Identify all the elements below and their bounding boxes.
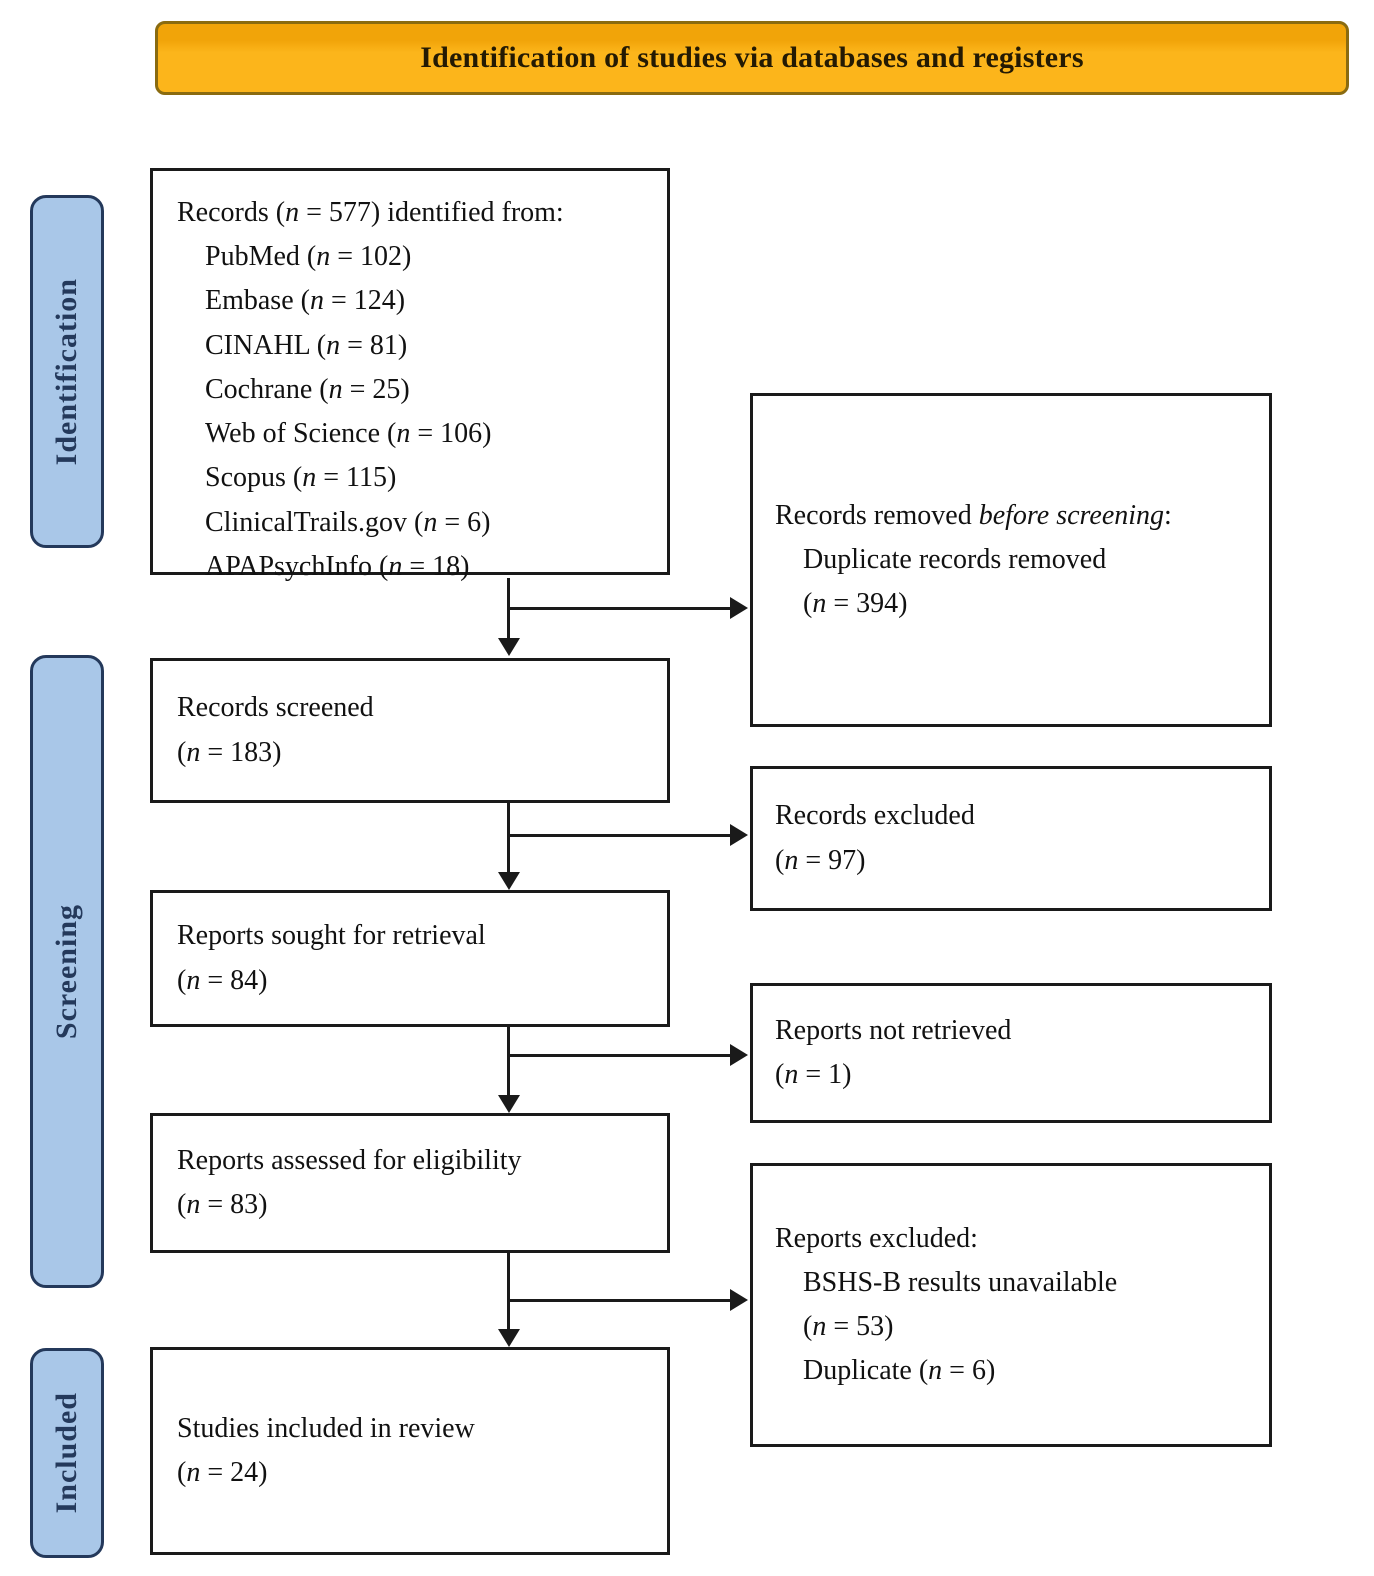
arrowhead-down-to-reports-sought xyxy=(497,872,520,890)
stage-included-text: Included xyxy=(50,1392,83,1514)
arrowhead-down-to-records-screened xyxy=(497,638,520,656)
connector-to-reports-excluded-line xyxy=(508,1299,730,1302)
arrowhead-down-to-studies-included xyxy=(497,1329,520,1347)
stage-label-identification: Identification xyxy=(30,195,104,548)
connector-assessed-to-included-line xyxy=(507,1253,510,1329)
stage-label-included: Included xyxy=(30,1348,104,1558)
box-reports-excluded: Reports excluded: BSHS-B results unavail… xyxy=(750,1163,1272,1447)
connector-sought-to-assessed-line xyxy=(507,1027,510,1095)
box-records-identified: Records (n = 577) identified from: PubMe… xyxy=(150,168,670,582)
diagram-title: Identification of studies via databases … xyxy=(420,41,1084,74)
arrowhead-down-to-reports-assessed xyxy=(497,1095,520,1113)
arrowhead-right-to-reports-excluded xyxy=(730,1289,748,1311)
connector-to-records-excluded-line xyxy=(508,834,730,837)
box-records-screened: Records screened(n = 183) xyxy=(150,658,670,803)
box-reports-assessed-for-eligibility: Reports assessed for eligibility(n = 83) xyxy=(150,1113,670,1253)
arrowhead-right-to-records-removed xyxy=(730,597,748,619)
box-studies-included-in-review: Studies included in review(n = 24) xyxy=(150,1347,670,1555)
stage-label-screening: Screening xyxy=(30,655,104,1288)
arrowhead-right-to-reports-not-retrieved xyxy=(730,1044,748,1066)
box-records-removed-before-screening: Records removed before screening: Duplic… xyxy=(750,393,1272,727)
box-records-excluded: Records excluded(n = 97) xyxy=(750,766,1272,911)
stage-screening-text: Screening xyxy=(50,903,83,1040)
connector-to-reports-not-retrieved-line xyxy=(508,1054,730,1057)
connector-to-records-removed-line xyxy=(508,607,730,610)
box-reports-not-retrieved: Reports not retrieved(n = 1) xyxy=(750,983,1272,1123)
diagram-title-banner: Identification of studies via databases … xyxy=(155,21,1349,95)
connector-screened-to-sought-line xyxy=(507,803,510,873)
arrowhead-right-to-records-excluded xyxy=(730,824,748,846)
stage-identification-text: Identification xyxy=(50,277,83,466)
box-reports-sought-for-retrieval: Reports sought for retrieval(n = 84) xyxy=(150,890,670,1027)
